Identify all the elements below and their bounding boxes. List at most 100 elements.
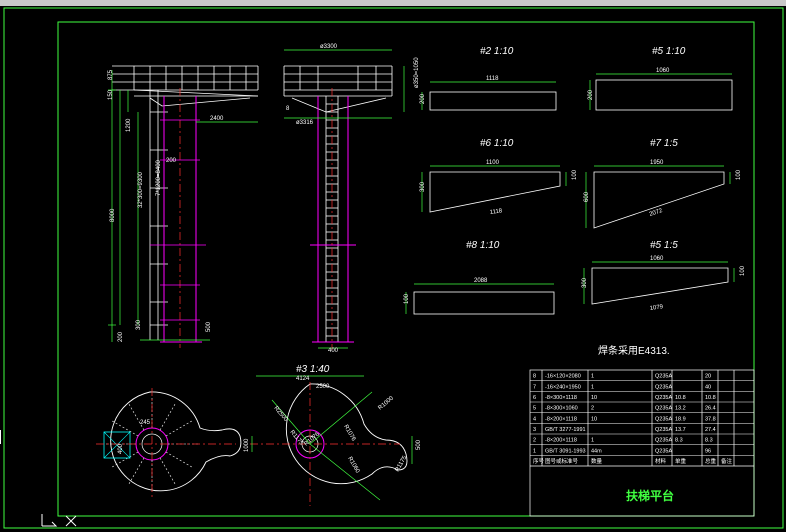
table-cell: 27.4 — [705, 427, 716, 433]
d6-left: 300 — [420, 181, 426, 192]
table-cell: 8.3 — [675, 438, 683, 444]
front-d6: 32*300=9300 — [138, 171, 144, 208]
window-top-bar — [0, 0, 786, 6]
d5b-bottom: 1079 — [649, 304, 664, 312]
table-cell: 图号或标准号 — [545, 457, 579, 465]
table-cell: 20 — [705, 374, 711, 380]
table-cell: 数量 — [591, 457, 603, 465]
d6-top: 1100 — [486, 160, 500, 166]
front-d1: 875 — [108, 69, 114, 80]
table-cell: 材料 — [655, 457, 667, 465]
plan-spoke — [110, 451, 139, 469]
table-cell: 6 — [533, 395, 536, 401]
table-cell: -16×240×1950 — [545, 384, 581, 390]
plan-spoke — [159, 402, 177, 431]
table-cell: Q235A — [655, 374, 672, 380]
detail-5a-title: #5 1:10 — [652, 46, 686, 57]
side-base: 400 — [328, 348, 339, 354]
plan-spoke — [165, 451, 194, 469]
d5a-h: 200 — [588, 89, 594, 100]
detail-7-title: #7 1:5 — [650, 138, 678, 149]
table-cell: 10 — [591, 395, 597, 401]
table-cell: Q235A — [655, 416, 672, 422]
table-cell: 13.2 — [675, 406, 686, 412]
side-view — [283, 49, 405, 350]
table-cell: GB/T 3091-1993 — [545, 448, 586, 454]
table-cell: 总重 — [705, 457, 717, 465]
detail-2 — [421, 81, 557, 111]
plan-spoke — [165, 419, 194, 437]
table-cell: 10.8 — [705, 395, 716, 401]
table-cell: -8×300×1060 — [545, 406, 578, 412]
front-view — [108, 65, 259, 348]
table-cell: 44m — [591, 448, 602, 454]
plan-spoke — [159, 457, 177, 486]
table-cell: 1 — [591, 438, 594, 444]
front-d9: 200 — [118, 331, 124, 342]
table-cell: 2 — [591, 406, 594, 412]
plan-title: #3 1:40 — [296, 364, 330, 375]
plan-k: R1000 — [377, 395, 395, 411]
table-cell: 40 — [705, 384, 711, 390]
table-cell: Q235A — [655, 384, 672, 390]
detail-5a — [589, 73, 733, 111]
front-d7: 7*1200=8400 — [156, 159, 162, 196]
table-cell: 18.9 — [675, 416, 686, 422]
plan-view-left — [96, 388, 242, 500]
outer-frame — [3, 7, 784, 529]
side-top: ø3300 — [320, 44, 338, 50]
side-inner: 8 — [286, 106, 290, 112]
table-cell: Q235A — [655, 427, 672, 433]
parts-table — [529, 369, 755, 517]
table-cell: 单重 — [675, 457, 687, 465]
d6-bottom: 1118 — [489, 208, 503, 216]
d8-len: 2088 — [474, 278, 488, 284]
plan-c: 4124 — [296, 376, 310, 382]
front-d2: 150 — [108, 89, 114, 100]
plan-view-right — [250, 375, 413, 506]
table-cell: 1 — [591, 374, 594, 380]
table-cell: 5 — [533, 406, 536, 412]
d8-h: 100 — [404, 293, 410, 304]
d5a-len: 1060 — [656, 68, 670, 74]
detail-6 — [421, 165, 567, 213]
table-cell: 8 — [533, 374, 536, 380]
front-d8: 300 — [136, 319, 142, 330]
drawing-title: 扶梯平台 — [626, 488, 674, 503]
d7-right: 100 — [736, 169, 742, 180]
d2-h: 200 — [420, 93, 426, 104]
side-bottom: ø3316 — [296, 120, 314, 126]
table-cell: 10.8 — [675, 395, 686, 401]
detail-5b — [583, 261, 735, 305]
d7-top: 1950 — [650, 160, 664, 166]
table-cell: GB/T 3277-1991 — [545, 427, 586, 433]
table-cell: 4 — [533, 416, 536, 422]
detail-8 — [405, 283, 555, 315]
weld-note: 焊条采用E4313. — [598, 344, 670, 357]
table-cell: -8×300×1118 — [545, 395, 577, 401]
d7-left: 600 — [584, 191, 590, 202]
plan-m: 500 — [416, 439, 422, 450]
table-cell: 1 — [591, 384, 594, 390]
d5b-left: 300 — [582, 277, 588, 288]
table-cell: 13.7 — [675, 427, 686, 433]
front-d11: 2400 — [210, 116, 224, 122]
side-left: ø350=1050 — [414, 57, 420, 88]
plan-d: 2500 — [316, 384, 330, 390]
table-cell: 96 — [705, 448, 711, 454]
table-cell: 3 — [533, 427, 536, 433]
table-cell: -16×120×2080 — [545, 374, 581, 380]
plan-h: 1000 — [244, 438, 250, 452]
table-cell: Q235A — [655, 438, 672, 444]
front-d4: 200 — [166, 158, 177, 164]
plan-spoke — [110, 419, 139, 437]
front-d3: 1200 — [126, 118, 132, 132]
plan-a: 245 — [140, 420, 151, 426]
table-cell: Q235A — [655, 395, 672, 401]
detail-2-title: #2 1:10 — [480, 46, 514, 57]
crosshair-cursor-icon — [0, 430, 5, 444]
table-cell: 10 — [591, 416, 597, 422]
table-cell: Q235A — [655, 448, 672, 454]
d5b-top: 1060 — [650, 256, 664, 262]
